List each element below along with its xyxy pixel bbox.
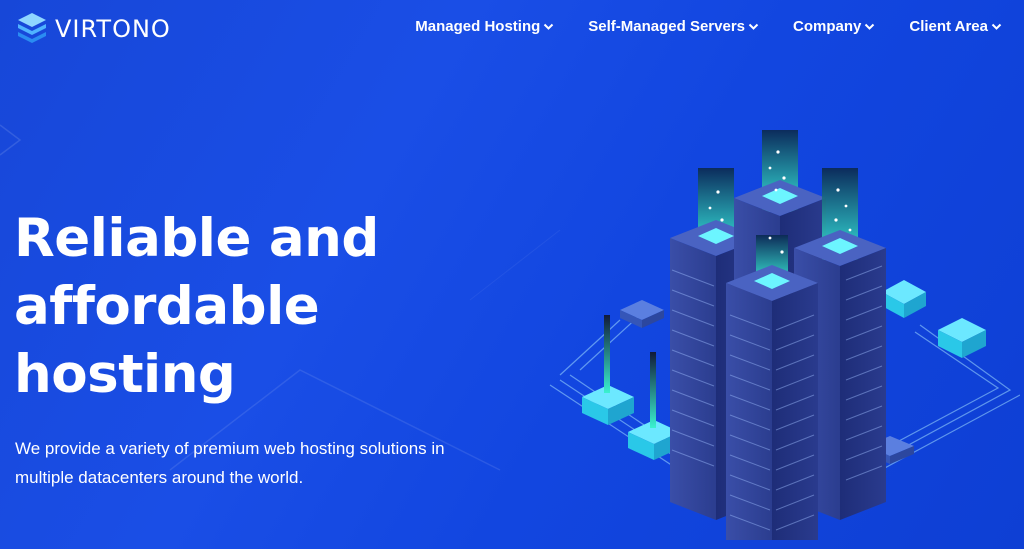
nav-self-managed-servers-label: Self-Managed Servers xyxy=(588,18,746,35)
nav-self-managed-servers[interactable]: Self-Managed Servers xyxy=(588,18,759,35)
main-nav: Managed Hosting Self-Managed Servers Com… xyxy=(415,18,1002,35)
hero-subtitle: We provide a variety of premium web host… xyxy=(15,434,515,492)
brand-name: VIRTONO xyxy=(55,15,171,43)
hero-title-line-3: hosting xyxy=(14,344,236,405)
hero-subtitle-line-2: multiple datacenters around the world. xyxy=(15,468,304,487)
chevron-down-icon xyxy=(544,23,554,30)
nav-company[interactable]: Company xyxy=(793,18,875,35)
chevron-down-icon xyxy=(748,23,759,30)
server-illustration xyxy=(549,130,1020,540)
server-towers xyxy=(670,130,886,540)
hero-title-line-1: Reliable and xyxy=(14,208,379,269)
hero-title: Reliable and affordable hosting xyxy=(14,205,434,409)
site-header: VIRTONO Managed Hosting Self-Managed Ser… xyxy=(0,0,1024,58)
hero-subtitle-line-1: We provide a variety of premium web host… xyxy=(15,439,445,458)
rack-slots xyxy=(671,265,883,531)
nav-managed-hosting-label: Managed Hosting xyxy=(415,18,541,35)
stacked-layers-icon xyxy=(18,13,46,43)
nav-client-area-label: Client Area xyxy=(909,18,988,35)
nav-managed-hosting[interactable]: Managed Hosting xyxy=(415,18,554,35)
chevron-down-icon xyxy=(991,23,1002,30)
nav-client-area[interactable]: Client Area xyxy=(909,18,1002,35)
sparkle-dots xyxy=(708,150,852,254)
hero-title-line-2: affordable xyxy=(14,276,320,337)
nav-company-label: Company xyxy=(793,18,862,35)
chevron-down-icon xyxy=(865,23,875,30)
brand-logo[interactable]: VIRTONO xyxy=(17,12,171,46)
